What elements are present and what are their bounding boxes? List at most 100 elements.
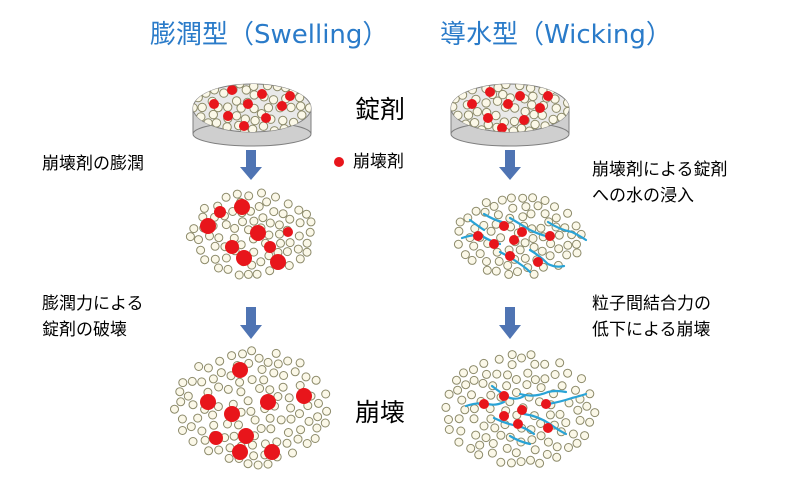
particle — [276, 415, 286, 425]
particle — [278, 115, 288, 126]
particle — [234, 84, 245, 89]
particle — [209, 85, 220, 95]
particle — [582, 401, 592, 411]
wicking-title: 導水型（Wicking） — [440, 20, 672, 50]
particle — [523, 368, 533, 378]
swelling-title: 膨潤型（Swelling） — [150, 20, 389, 50]
particle — [286, 102, 296, 113]
particle — [302, 247, 312, 257]
particle — [249, 84, 259, 92]
particle — [493, 84, 503, 93]
particle — [247, 124, 258, 132]
water-channel — [482, 212, 504, 224]
particle — [322, 406, 332, 416]
particle — [269, 207, 279, 217]
particle — [223, 264, 233, 274]
particle — [256, 424, 266, 433]
swelling-step1-label: 崩壊剤の膨潤 — [42, 154, 144, 174]
particle — [238, 217, 247, 227]
water-channel — [546, 220, 588, 242]
particle — [214, 382, 224, 392]
particle — [452, 375, 461, 385]
particle — [486, 226, 496, 236]
water-channel — [528, 248, 566, 268]
disintegrant-particle — [541, 399, 551, 409]
particle — [258, 121, 269, 131]
particle — [187, 376, 197, 386]
particle — [469, 241, 479, 251]
particle — [271, 192, 280, 202]
particle — [552, 442, 562, 452]
particle — [528, 193, 538, 203]
particle — [515, 245, 525, 255]
particle — [471, 206, 481, 216]
particle — [283, 199, 293, 209]
particle — [506, 458, 516, 468]
particle — [278, 382, 288, 392]
particle — [469, 404, 479, 414]
particle — [540, 374, 550, 384]
particle — [238, 349, 247, 359]
particle — [265, 385, 275, 395]
particle — [494, 354, 504, 364]
particle — [492, 369, 502, 379]
particle — [320, 418, 330, 428]
disintegrant-particle — [509, 235, 519, 245]
particle — [521, 202, 531, 212]
particle — [223, 384, 233, 394]
disintegrant-particle — [264, 444, 280, 460]
particle — [293, 434, 303, 444]
disintegrant-particle — [214, 206, 226, 218]
particle — [253, 460, 263, 470]
wicking-step1-line2: への水の浸入 — [592, 186, 694, 206]
particle — [488, 439, 498, 448]
water-channel — [508, 434, 532, 446]
particle — [214, 445, 224, 455]
water-channel — [518, 389, 568, 397]
particle — [209, 420, 219, 430]
particle — [170, 404, 179, 414]
particle — [221, 192, 231, 202]
particle — [460, 405, 470, 415]
particle — [210, 254, 220, 264]
wicking-step2-line1: 粒子間結合力の — [592, 294, 711, 314]
disintegrant-legend-label: 崩壊剤 — [353, 152, 404, 172]
particle — [243, 396, 253, 406]
disintegrant-particle — [238, 428, 254, 444]
particle — [215, 356, 225, 366]
disintegrant-particle — [277, 101, 287, 111]
particle — [175, 387, 185, 397]
particle — [552, 452, 562, 462]
particle — [526, 209, 536, 219]
particle — [454, 226, 464, 236]
wicking-water-cluster — [453, 193, 588, 279]
particle — [286, 403, 296, 413]
wicking-collapsed-cluster — [441, 350, 600, 468]
particle — [493, 210, 503, 220]
disintegrant-particle — [234, 199, 250, 215]
particle — [275, 229, 284, 239]
particle — [265, 413, 275, 423]
particle — [194, 235, 203, 245]
particle — [285, 214, 295, 224]
disintegrant-particle — [499, 391, 509, 401]
particle — [479, 358, 489, 368]
particle — [200, 435, 210, 445]
disintegrant-particle — [209, 431, 223, 445]
particle — [247, 346, 257, 356]
particle — [183, 391, 193, 401]
particle — [208, 374, 218, 384]
particle — [491, 266, 501, 276]
particle — [301, 372, 311, 382]
particle — [557, 381, 567, 391]
particle — [178, 426, 187, 435]
particle — [551, 103, 561, 113]
particle — [469, 365, 478, 375]
disintegrant-particle — [227, 85, 237, 95]
particle — [296, 101, 306, 111]
swelling-collapsed-cluster — [170, 346, 332, 470]
particle — [475, 249, 485, 259]
particle — [563, 208, 573, 218]
particle — [511, 375, 521, 384]
